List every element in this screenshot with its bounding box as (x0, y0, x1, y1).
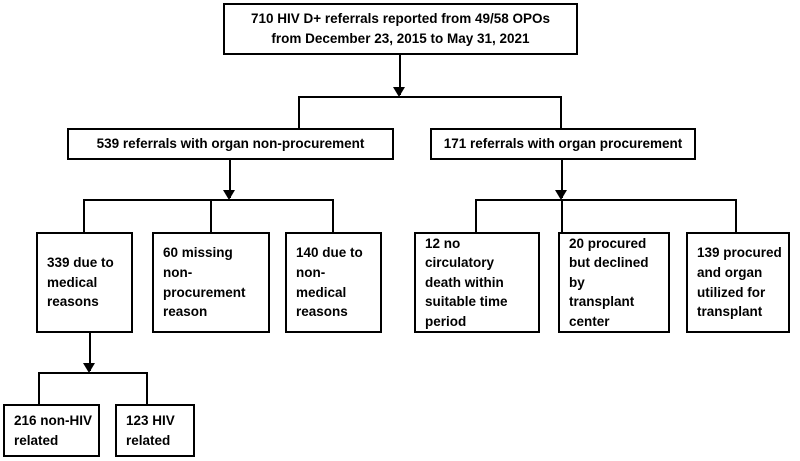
node-procurement-label: 171 referrals with organ procurement (443, 136, 683, 152)
connector-procurement-stem (561, 160, 563, 198)
connector-drop-medical-reasons (83, 199, 85, 232)
connector-non-procurement-stem (229, 160, 231, 198)
connector-drop-no-circulatory-death (475, 199, 477, 232)
connector-drop-missing-reason (210, 199, 212, 232)
connector-non-procurement-bar (83, 199, 333, 201)
node-no-circulatory-death: 12 no circulatory death within suitable … (414, 232, 540, 333)
connector-level1-drop-left (298, 96, 300, 128)
node-declined-by-center-label: 20 procured but declined by transplant c… (569, 235, 649, 329)
connector-drop-declined-by-center (561, 199, 563, 232)
node-medical-reasons: 339 due to medical reasons (36, 232, 133, 333)
connector-drop-utilized-for-transplant (735, 199, 737, 232)
node-non-hiv-related: 216 non-HIV related (3, 404, 100, 457)
connector-root-arrowhead (393, 87, 405, 97)
node-medical-reasons-label: 339 due to medical reasons (47, 255, 114, 310)
node-utilized-for-transplant: 139 procured and organ utilized for tran… (686, 232, 790, 333)
connector-drop-hiv-related (146, 372, 148, 404)
connector-drop-non-medical-reasons (332, 199, 334, 232)
connector-medical-reasons-bar (38, 372, 148, 374)
connector-non-procurement-arrowhead (223, 190, 235, 200)
connector-procurement-arrowhead (555, 190, 567, 200)
node-missing-reason: 60 missing non- procurement reason (152, 232, 270, 333)
connector-level1-bar (298, 96, 562, 98)
node-non-hiv-related-label: 216 non-HIV related (14, 412, 93, 448)
node-hiv-related: 123 HIV related (115, 404, 195, 457)
connector-medical-reasons-arrowhead (83, 363, 95, 373)
node-utilized-for-transplant-label: 139 procured and organ utilized for tran… (697, 245, 782, 320)
node-root-label: 710 HIV D+ referrals reported from 49/58… (250, 11, 550, 46)
node-declined-by-center: 20 procured but declined by transplant c… (558, 232, 670, 333)
connector-level1-drop-right (560, 96, 562, 128)
node-non-medical-reasons-label: 140 due to non-medical reasons (296, 245, 363, 320)
node-non-procurement-label: 539 referrals with organ non-procurement (96, 136, 365, 152)
node-root: 710 HIV D+ referrals reported from 49/58… (223, 3, 578, 55)
connector-drop-non-hiv-related (38, 372, 40, 404)
connector-root-stem (399, 55, 401, 95)
node-hiv-related-label: 123 HIV related (126, 412, 175, 448)
node-procurement: 171 referrals with organ procurement (430, 128, 696, 160)
node-missing-reason-label: 60 missing non- procurement reason (163, 245, 246, 320)
node-no-circulatory-death-label: 12 no circulatory death within suitable … (425, 235, 508, 329)
node-non-procurement: 539 referrals with organ non-procurement (67, 128, 394, 160)
node-non-medical-reasons: 140 due to non-medical reasons (285, 232, 382, 333)
connector-procurement-bar (475, 199, 736, 201)
connector-medical-reasons-stem (89, 333, 91, 371)
